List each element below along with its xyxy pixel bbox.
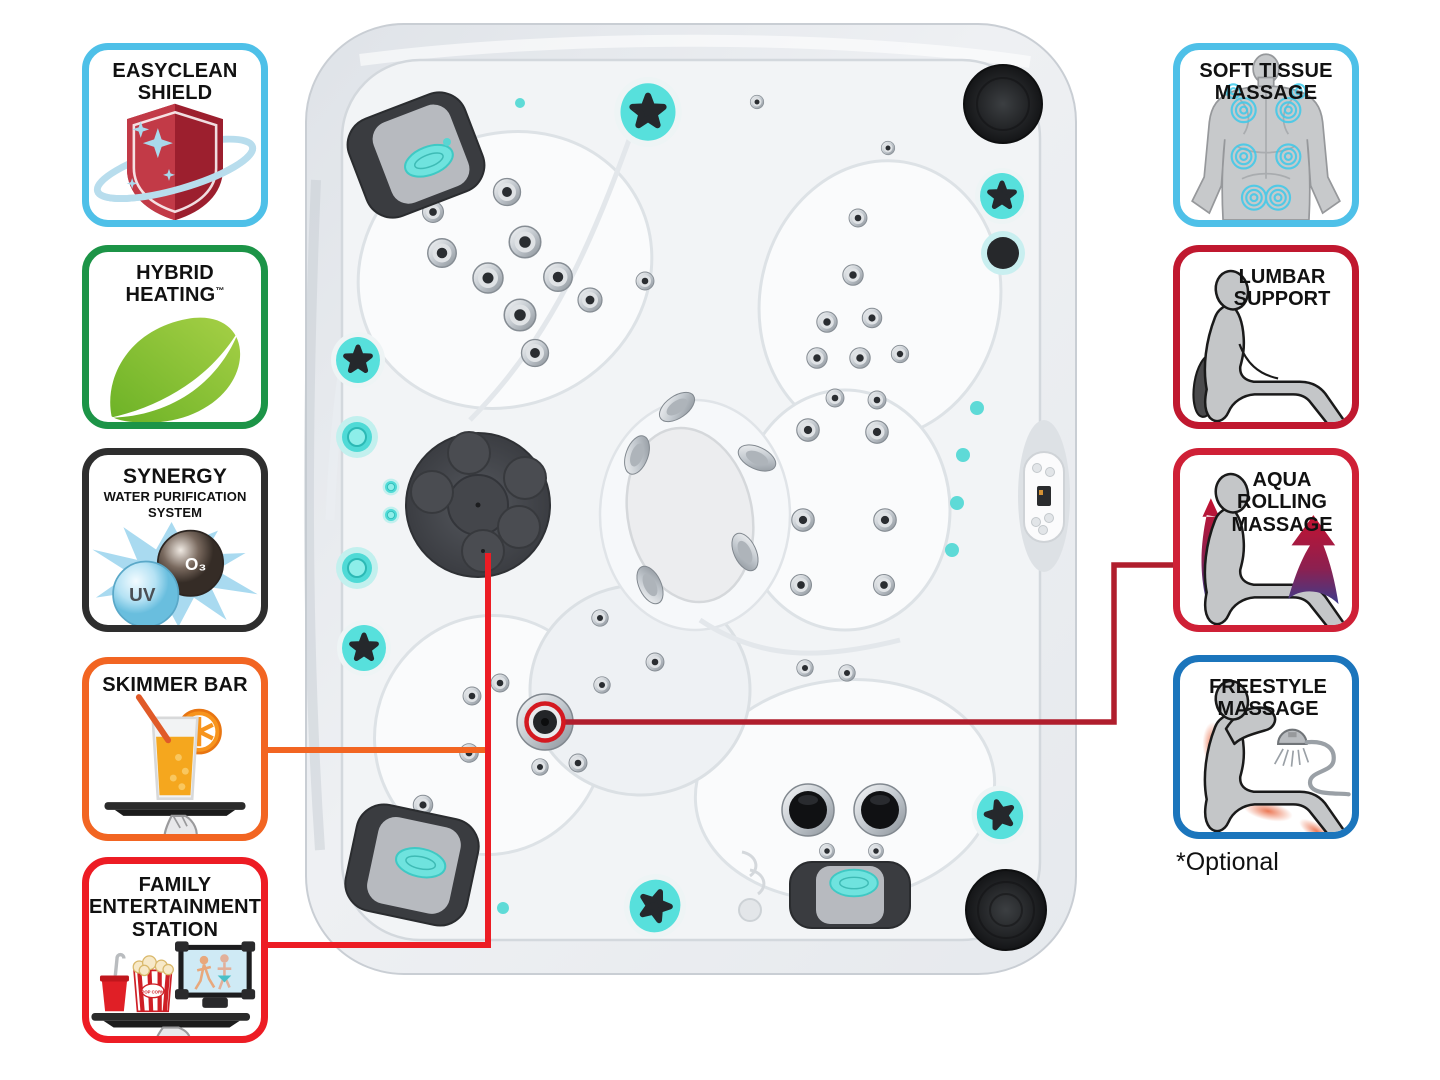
speaker-top-right — [963, 64, 1043, 144]
center-pillow — [625, 426, 755, 604]
soda-cup — [99, 952, 129, 1012]
speaker-bottom-right — [965, 869, 1047, 951]
badge-label: SKIMMER BAR — [102, 674, 248, 696]
svg-text:O₃: O₃ — [185, 554, 206, 574]
optional-note: *Optional — [1176, 848, 1279, 876]
badge-skimmer-bar: SKIMMER BAR — [82, 657, 268, 841]
jet-target-ring — [524, 701, 566, 743]
headrest-bottom-left — [344, 803, 480, 927]
seated-person-shower-icon — [1202, 679, 1351, 832]
drink-tray-icon — [104, 694, 246, 834]
back-massage-points-icon — [1191, 53, 1341, 220]
seated-person-lumbar-icon — [1192, 269, 1347, 422]
svg-text:POP CORN: POP CORN — [142, 989, 165, 994]
snack-tray-screen-icon: POP CORN — [91, 941, 256, 1036]
headrest-top-left — [346, 91, 486, 219]
shield-sparkle-orbit-icon — [93, 103, 257, 220]
headrest-bottom-center — [789, 861, 911, 929]
seated-person-rolling-arrow-icon — [1201, 472, 1347, 625]
dancers-on-screen — [194, 954, 232, 990]
popcorn-box: POP CORN — [132, 955, 174, 1013]
shower-wand-icon — [1273, 728, 1351, 797]
badge-label: SYNERGY WATER PURIFICATION SYSTEM — [103, 465, 247, 520]
family-entertainment-connector — [266, 553, 491, 948]
led-accent-dots — [443, 98, 984, 914]
svg-text:UV: UV — [129, 585, 156, 606]
badge-synergy-water-purification: SYNERGY WATER PURIFICATION SYSTEM O₃ UV — [82, 448, 268, 632]
entertainment-station-mount — [405, 431, 551, 578]
control-panel[interactable] — [1018, 420, 1070, 572]
leaf-icon — [110, 317, 241, 422]
water-splash-icon: O₃ UV — [92, 521, 258, 625]
aqua-rolling-connector — [564, 562, 1176, 725]
